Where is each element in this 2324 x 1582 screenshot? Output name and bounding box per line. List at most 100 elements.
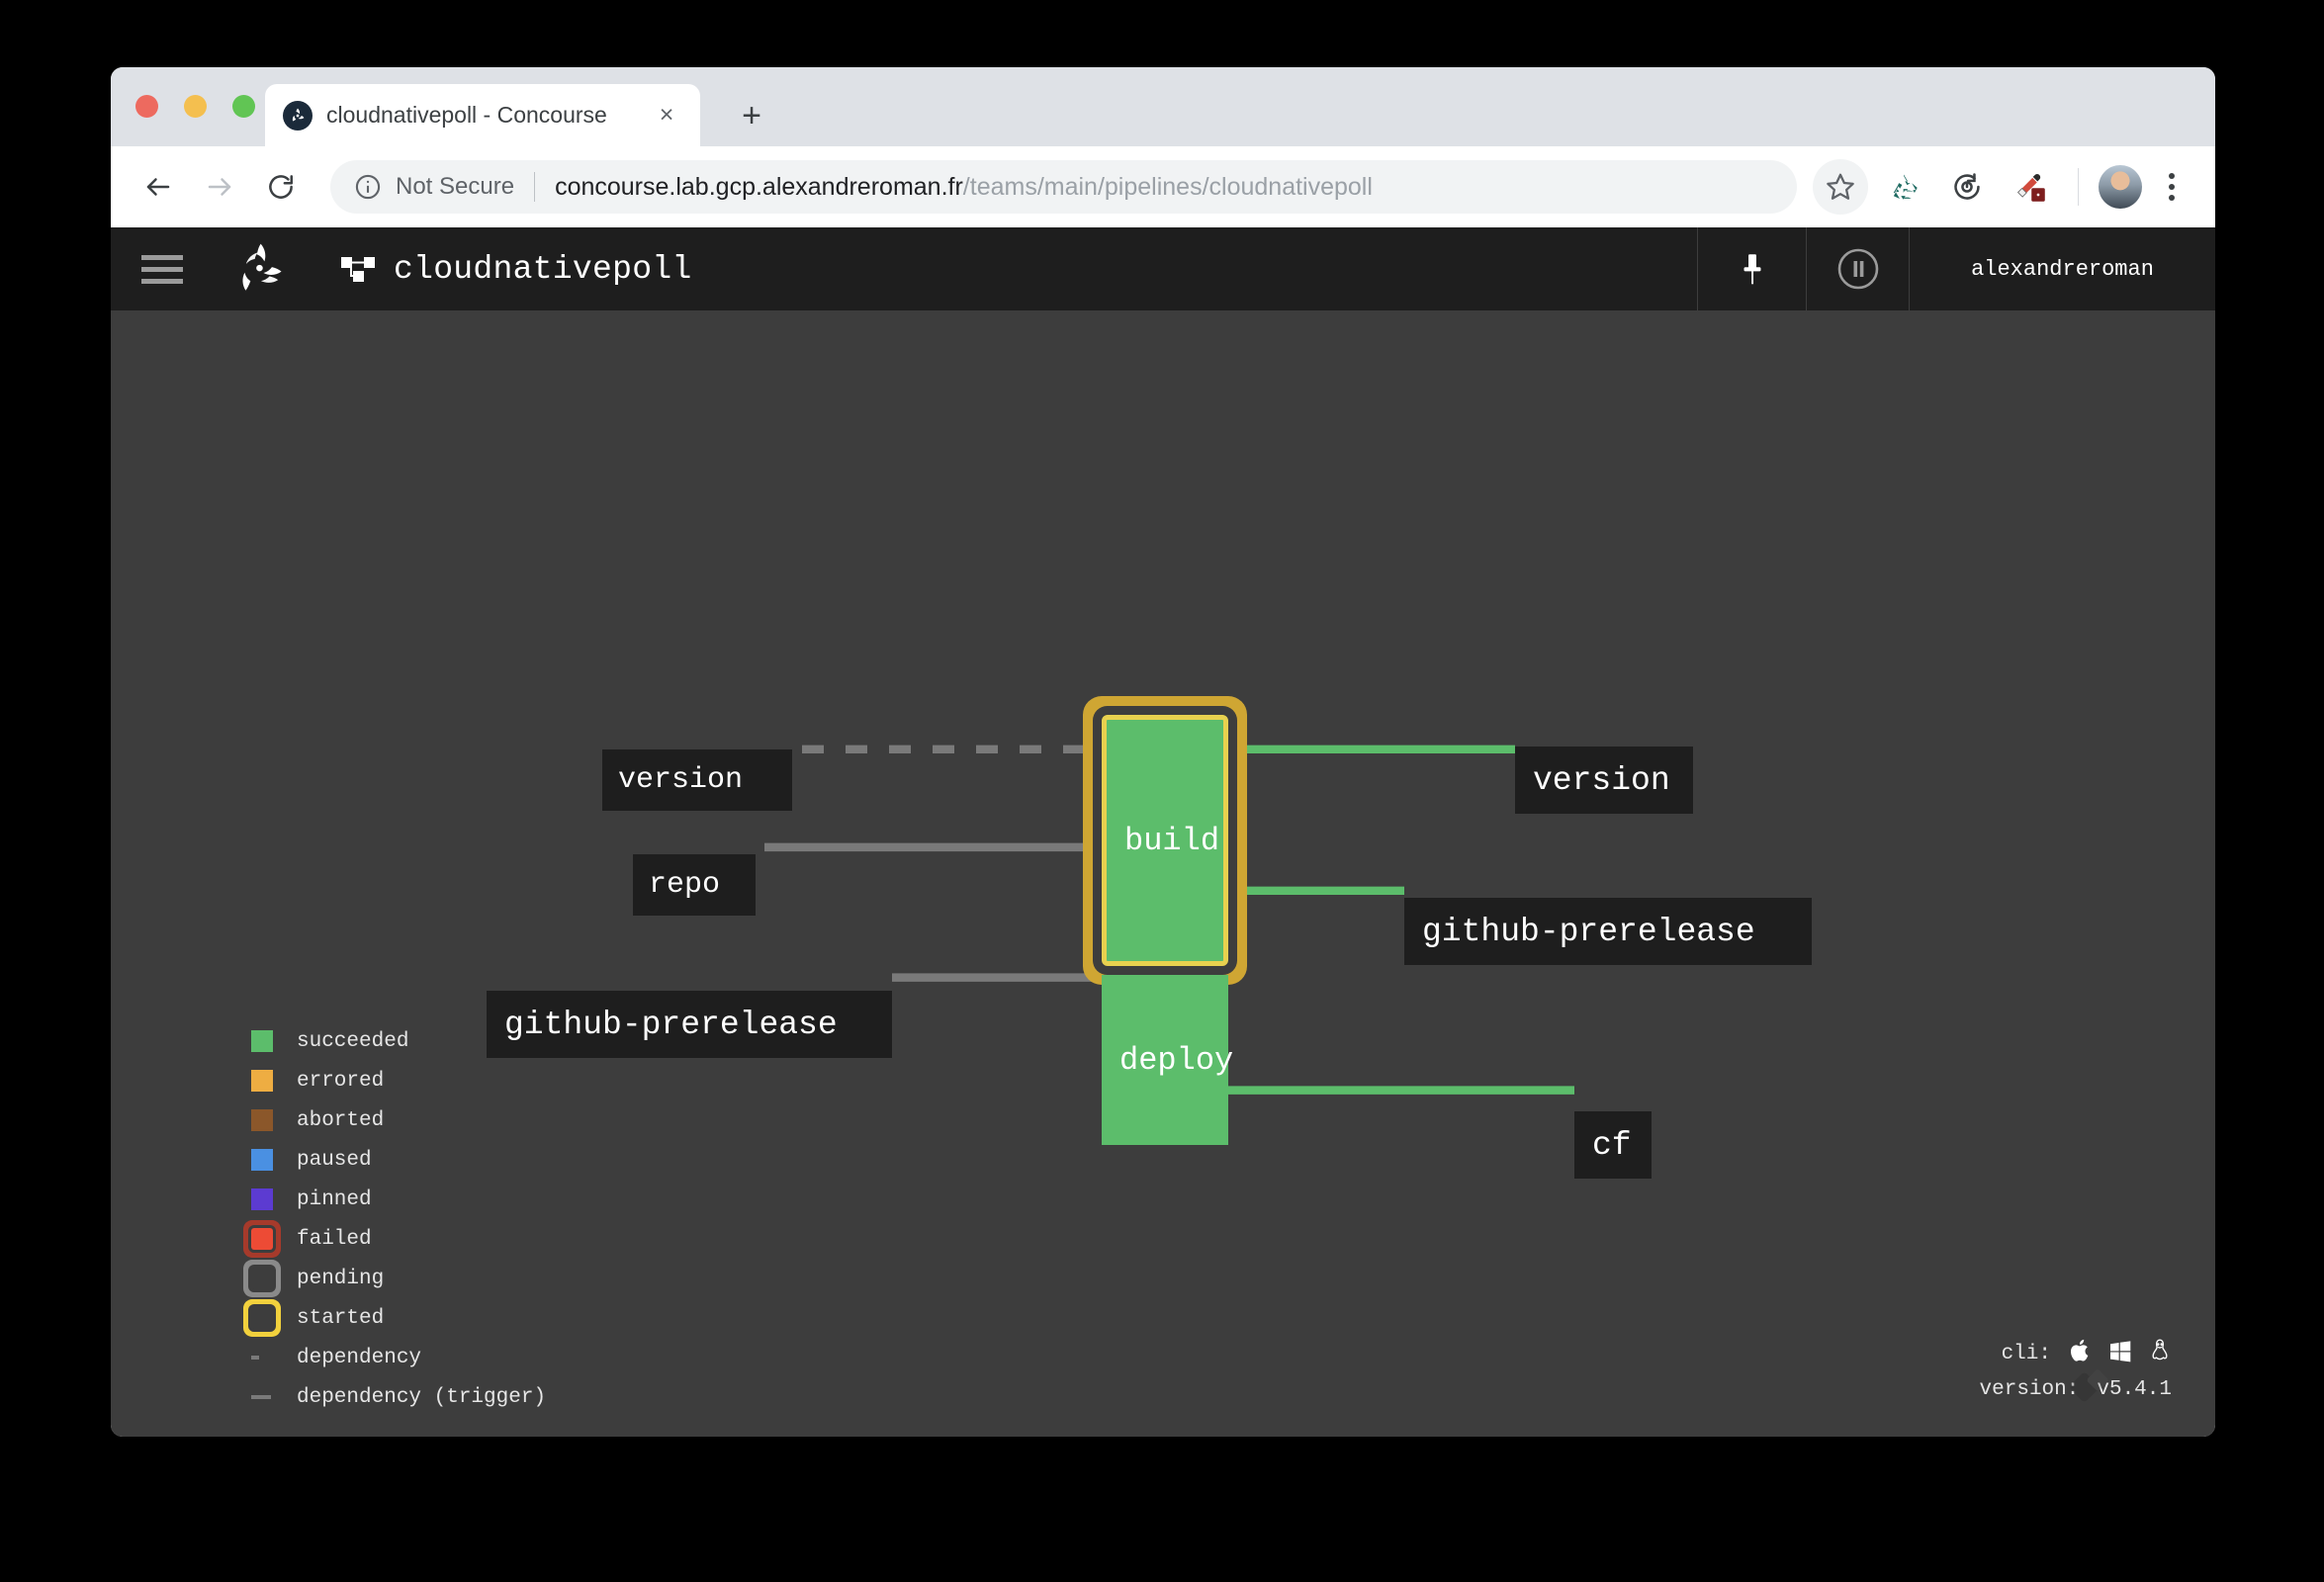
legend-item-pending: pending [251,1259,546,1298]
status-swatch-aborted [251,1109,273,1131]
recycle-icon[interactable] [1876,159,1931,215]
pause-circle-icon[interactable] [1806,227,1909,310]
cli-platform-icons [2069,1338,2172,1370]
cli-label: cli: [2001,1342,2051,1365]
resource-node-github-prerelease-input[interactable]: github-prerelease [487,991,892,1058]
back-arrow-icon[interactable] [133,161,184,213]
resource-label: repo [649,868,721,902]
legend-label: dependency (trigger) [297,1385,547,1409]
legend-item-aborted: aborted [251,1100,546,1140]
resource-label: github-prerelease [504,1006,838,1043]
status-swatch-started [251,1307,273,1329]
legend-label: pending [297,1267,385,1290]
user-menu[interactable]: alexandreroman [1909,227,2215,310]
maximize-window-button[interactable] [232,95,255,118]
legend-item-paused: paused [251,1140,546,1180]
browser-toolbar: Not Secure concourse.lab.gcp.alexandrero… [111,146,2215,227]
legend-item-dependency-trigger: dependency (trigger) [251,1377,546,1417]
legend-item-dependency: dependency [251,1338,546,1377]
dependency-line-icon [251,1347,273,1368]
version-row: version: v5.4.1 [1932,1371,2172,1407]
concourse-logo-icon [283,100,313,131]
toolbar-icons [1813,159,2193,215]
status-swatch-succeeded [251,1030,273,1052]
profile-avatar[interactable] [2099,165,2142,209]
job-label: build [1124,822,1220,859]
legend-item-errored: errored [251,1061,546,1100]
concourse-topbar: cloudnativepoll [111,227,2215,310]
omnibox-divider [534,172,536,202]
status-swatch-pinned [251,1188,273,1210]
apple-icon[interactable] [2069,1338,2093,1370]
browser-tab[interactable]: cloudnativepoll - Concourse × [265,84,700,146]
security-status-label: Not Secure [396,173,515,200]
job-label: deploy [1119,1041,1234,1079]
resource-label: version [618,763,744,797]
url-domain: concourse.lab.gcp.alexandreroman.fr [555,172,963,201]
resource-node-github-prerelease-output[interactable]: github-prerelease [1404,898,1812,965]
resource-label: version [1533,761,1670,799]
resource-label: cf [1592,1126,1632,1164]
resource-node-version-output[interactable]: version [1515,747,1693,814]
status-swatch-failed [251,1228,273,1250]
pipeline-edges [764,745,1574,1095]
status-swatch-pending [251,1268,273,1289]
topbar-spacer [692,227,1697,310]
pipeline-title-group: cloudnativepoll [305,227,692,310]
legend-label: failed [297,1227,372,1251]
job-node-deploy[interactable]: deploy [1102,975,1233,1145]
version-value: v5.4.1 [2097,1377,2172,1401]
minimize-window-button[interactable] [184,95,207,118]
browser-tab-strip: cloudnativepoll - Concourse × + [111,67,2215,146]
legend-label: paused [297,1148,372,1172]
toolbar-divider [2078,168,2079,206]
browser-window: cloudnativepoll - Concourse × + [111,67,2215,1437]
status-swatch-paused [251,1149,273,1171]
history-clock-icon[interactable] [1939,159,1995,215]
linux-tux-icon[interactable] [2148,1338,2172,1370]
job-node-build[interactable]: build [1102,715,1228,966]
legend-item-pinned: pinned [251,1180,546,1219]
pipeline-graph-icon [340,254,376,284]
dependency-trigger-line-icon [251,1386,273,1408]
legend-item-failed: failed [251,1219,546,1259]
status-swatch-errored [251,1070,273,1092]
concourse-propeller-logo[interactable] [214,227,305,310]
windows-icon[interactable] [2108,1338,2132,1370]
url-path: /teams/main/pipelines/cloudnativepoll [962,172,1373,201]
legend-label: started [297,1306,385,1330]
concourse-app: cloudnativepoll [111,227,2215,1437]
address-bar[interactable]: Not Secure concourse.lab.gcp.alexandrero… [330,160,1797,214]
eyedropper-icon[interactable] [2003,159,2058,215]
close-icon[interactable]: × [659,101,674,129]
forward-arrow-icon[interactable] [194,161,245,213]
version-label: version: [1979,1377,2080,1401]
legend-item-succeeded: succeeded [251,1021,546,1061]
legend-label: aborted [297,1108,385,1132]
cli-row: cli: [1932,1336,2172,1371]
legend-label: errored [297,1069,385,1093]
url-text: concourse.lab.gcp.alexandreroman.fr/team… [555,173,1373,202]
resource-node-version-input[interactable]: version [602,749,792,811]
window-traffic-lights [135,95,255,118]
tab-title: cloudnativepoll - Concourse [326,102,607,128]
resource-node-repo[interactable]: repo [633,854,756,916]
status-legend: succeeded errored aborted paused [251,1021,546,1417]
close-window-button[interactable] [135,95,158,118]
cli-footer: cli: [1932,1336,2172,1407]
reload-icon[interactable] [255,161,307,213]
info-circle-icon[interactable] [354,173,382,201]
new-tab-button[interactable]: + [742,97,761,134]
legend-item-started: started [251,1298,546,1338]
legend-label: succeeded [297,1029,409,1053]
kebab-menu-icon[interactable] [2150,173,2193,201]
page-title: cloudnativepoll [394,250,692,288]
resource-node-cf[interactable]: cf [1574,1111,1652,1179]
legend-label: pinned [297,1187,372,1211]
bookmark-star-icon[interactable] [1813,159,1868,215]
pin-icon[interactable] [1697,227,1806,310]
legend-label: dependency [297,1346,422,1369]
hamburger-menu-icon[interactable] [111,227,214,310]
pipeline-canvas[interactable]: version repo github-prerelease build dep… [111,310,2215,1437]
